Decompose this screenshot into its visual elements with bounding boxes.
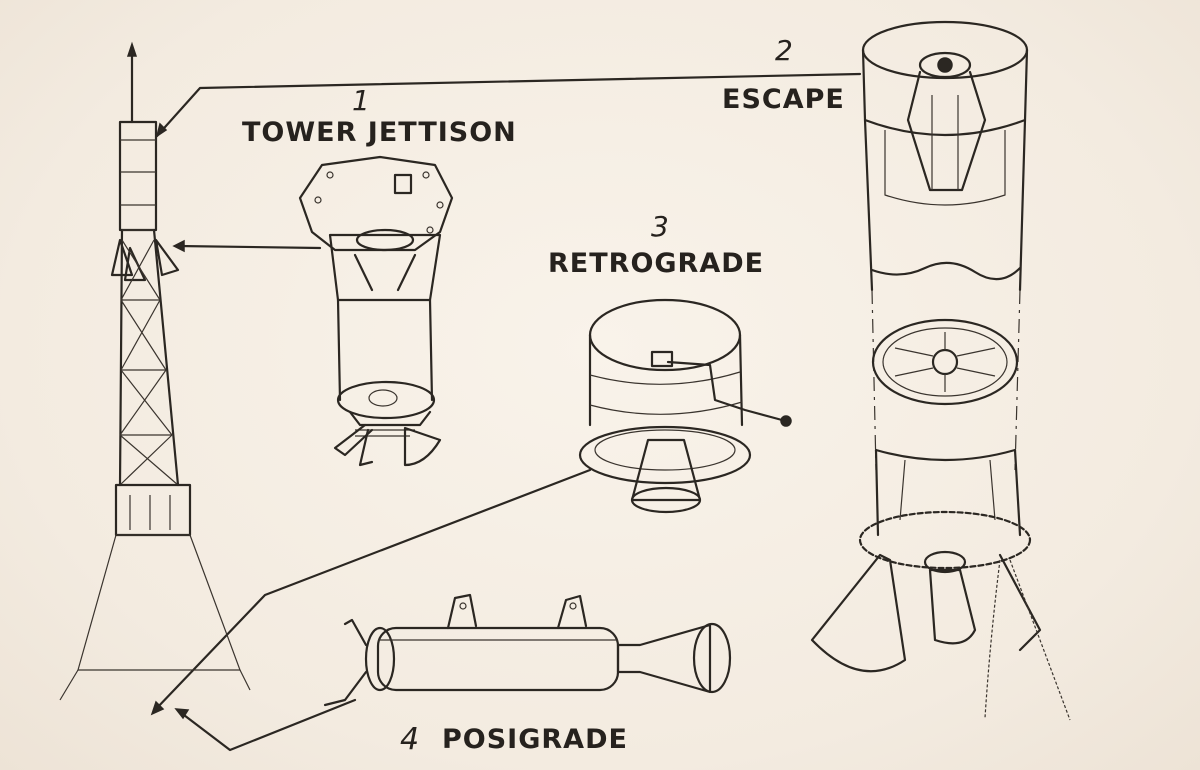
label-posigrade: POSIGRADE: [442, 724, 628, 755]
label-tower-jettison-number: 1: [352, 84, 370, 117]
leader-line-tower-jettison: [176, 244, 322, 250]
arrowhead-posigrade: [174, 708, 190, 720]
retrograde-rocket: [578, 298, 792, 514]
escape-tower-assembly: [59, 41, 251, 701]
label-escape: ESCAPE: [722, 84, 845, 115]
label-tower-jettison: TOWER JETTISON: [242, 117, 517, 148]
tower-jettison-rocket: [298, 155, 454, 467]
posigrade-rocket: [323, 593, 732, 707]
leader-line-posigrade: [178, 698, 357, 752]
arrowhead-retrograde: [150, 700, 165, 716]
label-retrograde: RETROGRADE: [548, 248, 765, 279]
leader-line-escape: [155, 72, 862, 138]
arrowhead-tower-jettison: [172, 239, 185, 253]
label-escape-number: 2: [775, 34, 793, 67]
escape-rocket: [810, 20, 1071, 721]
label-retrograde-number: 3: [651, 210, 669, 243]
leader-line-retrograde: [153, 468, 592, 712]
arrowhead-escape: [155, 122, 168, 138]
leader-lines: [150, 72, 862, 752]
label-posigrade-number: 4: [400, 722, 420, 757]
